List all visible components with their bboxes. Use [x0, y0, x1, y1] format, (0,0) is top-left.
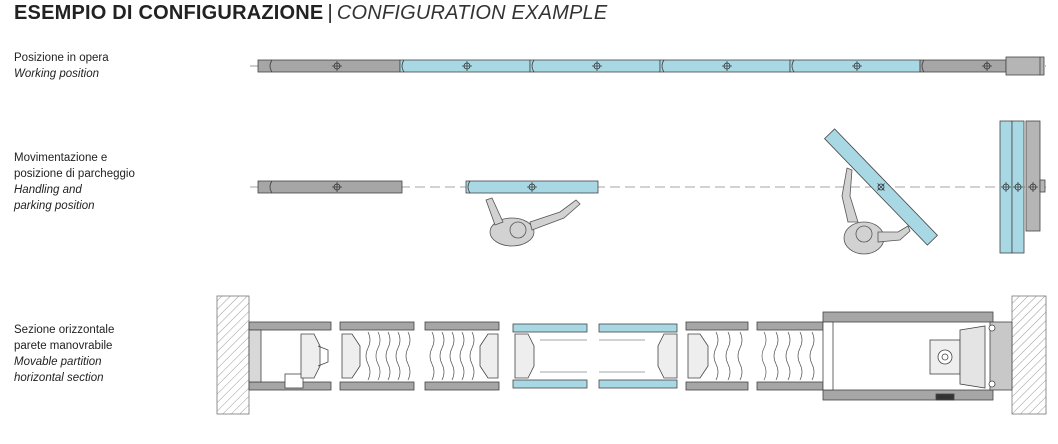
- title-separator: |: [327, 2, 333, 24]
- end-post: [1005, 56, 1045, 76]
- label-it-2: posizione di parcheggio: [14, 168, 135, 180]
- label-en-1: Handling and: [14, 184, 82, 196]
- section-panel-glass: [512, 323, 588, 389]
- section-end-housing: [822, 311, 1013, 401]
- wall-left: [216, 295, 250, 415]
- title-main: ESEMPIO DI CONFIGURAZIONE: [14, 2, 324, 24]
- label-en-1: Movable partition: [14, 356, 102, 368]
- parked-panel-solid: [1025, 120, 1041, 232]
- person-figure: [485, 197, 581, 247]
- section-panel-solid: [339, 321, 415, 391]
- section-panel-solid: [248, 321, 332, 391]
- label-en: Working position: [14, 68, 100, 80]
- label-it: Posizione in opera: [14, 52, 109, 64]
- section-panel-solid: [424, 321, 500, 391]
- label-en-2: parking position: [14, 200, 95, 212]
- person-figure: [841, 167, 911, 255]
- title-sub: CONFIGURATION EXAMPLE: [336, 2, 608, 24]
- panel-solid: [919, 59, 1007, 73]
- row-label-working: Posizione in opera Working position: [14, 50, 109, 82]
- row-label-section: Sezione orizzontale parete manovrabile M…: [14, 322, 114, 386]
- row-label-handling: Movimentazione e posizione di parcheggio…: [14, 150, 135, 214]
- page-title: ESEMPIO DI CONFIGURAZIONE|CONFIGURATION …: [14, 2, 607, 25]
- handling-position-row: [250, 120, 1046, 255]
- label-it-1: Movimentazione e: [14, 152, 108, 164]
- working-position-row: [250, 56, 1046, 76]
- label-it-1: Sezione orizzontale: [14, 324, 115, 336]
- horizontal-section-row: [216, 295, 1047, 415]
- wall-right: [1011, 295, 1047, 415]
- panel-solid: [257, 180, 403, 194]
- panel-solid: [257, 59, 401, 73]
- section-panel-solid: [685, 321, 749, 391]
- panel-glass-rotating: [823, 128, 939, 246]
- label-en-2: horizontal section: [14, 372, 104, 384]
- label-it-2: parete manovrabile: [14, 340, 113, 352]
- section-panel-solid: [756, 321, 824, 391]
- section-panel-glass: [598, 323, 678, 389]
